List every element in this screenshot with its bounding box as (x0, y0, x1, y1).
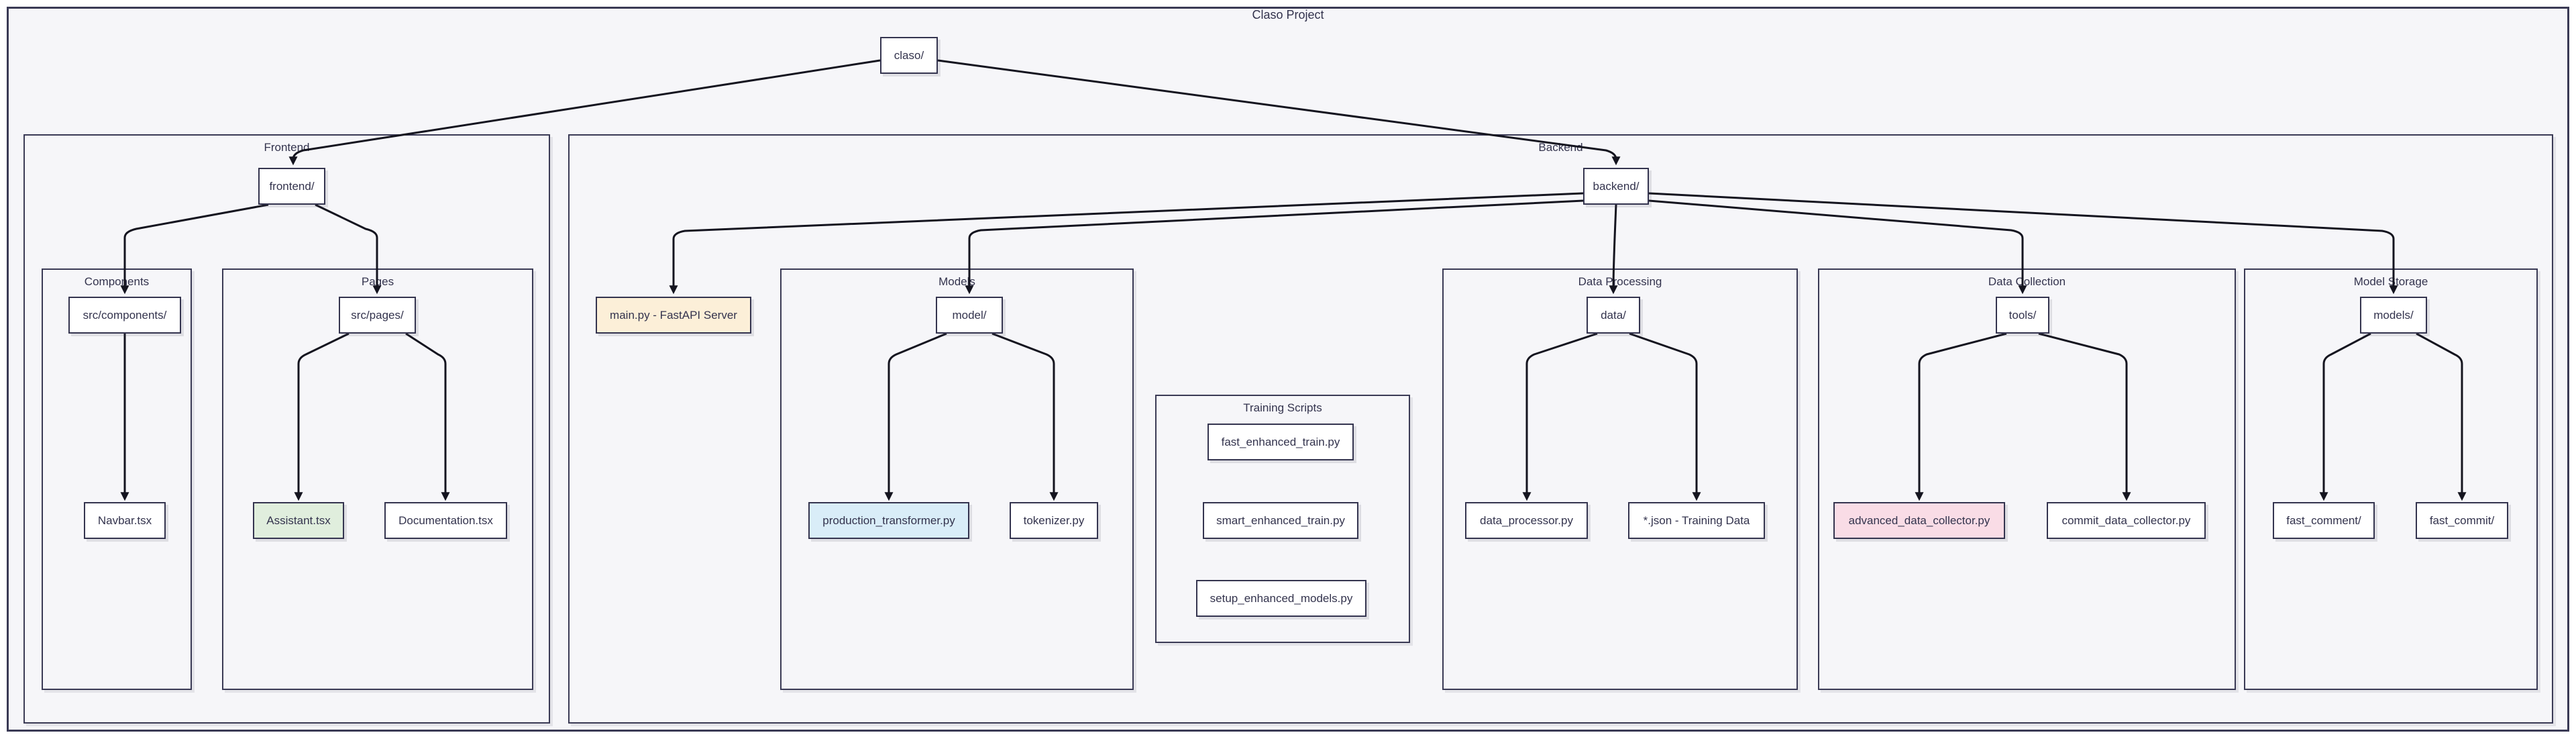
cluster-components-label: Components (84, 275, 150, 288)
diagram-title: Claso Project (1252, 8, 1324, 21)
node-fast-enhanced-train-py: fast_enhanced_train.py (1208, 424, 1354, 460)
node-main-py-fastapi-server: main.py - FastAPI Server (596, 297, 751, 334)
cluster-data-processing: Data Processing (1442, 268, 1798, 690)
node-setup-enhanced-models-py: setup_enhanced_models.py (1196, 580, 1366, 617)
node-src-components-dir: src/components/ (68, 297, 181, 334)
node-data-dir: data/ (1587, 297, 1640, 334)
node-advanced-data-collector-py: advanced_data_collector.py (1833, 502, 2005, 539)
node-fast-comment-dir: fast_comment/ (2273, 502, 2375, 539)
node-claso-root: claso/ (880, 37, 938, 74)
cluster-training-scripts-label: Training Scripts (1243, 401, 1322, 414)
node-assistant-tsx: Assistant.tsx (253, 502, 344, 539)
node-models-dir: models/ (2360, 297, 2427, 334)
node-model-dir: model/ (936, 297, 1003, 334)
node-frontend-dir: frontend/ (258, 168, 325, 205)
node-navbar-tsx: Navbar.tsx (84, 502, 166, 539)
node-tokenizer-py: tokenizer.py (1010, 502, 1098, 539)
cluster-data-collection-label: Data Collection (1988, 275, 2066, 288)
node-documentation-tsx: Documentation.tsx (384, 502, 507, 539)
node-json-training-data: *.json - Training Data (1628, 502, 1765, 539)
cluster-components: Components (42, 268, 192, 690)
node-fast-commit-dir: fast_commit/ (2416, 502, 2508, 539)
cluster-pages: Pages (222, 268, 533, 690)
cluster-frontend-label: Frontend (264, 141, 310, 154)
cluster-models: Models (780, 268, 1134, 690)
cluster-backend-label: Backend (1538, 141, 1583, 154)
cluster-data-processing-label: Data Processing (1578, 275, 1662, 288)
node-production-transformer-py: production_transformer.py (808, 502, 969, 539)
cluster-models-label: Models (938, 275, 975, 288)
node-backend-dir: backend/ (1583, 168, 1649, 205)
node-data-processor-py: data_processor.py (1465, 502, 1588, 539)
cluster-pages-label: Pages (361, 275, 394, 288)
cluster-model-storage-label: Model Storage (2353, 275, 2428, 288)
node-src-pages-dir: src/pages/ (339, 297, 416, 334)
cluster-data-collection: Data Collection (1818, 268, 2236, 690)
node-smart-enhanced-train-py: smart_enhanced_train.py (1203, 502, 1358, 539)
cluster-model-storage: Model Storage (2244, 268, 2538, 690)
node-commit-data-collector-py: commit_data_collector.py (2047, 502, 2206, 539)
node-tools-dir: tools/ (1996, 297, 2049, 334)
